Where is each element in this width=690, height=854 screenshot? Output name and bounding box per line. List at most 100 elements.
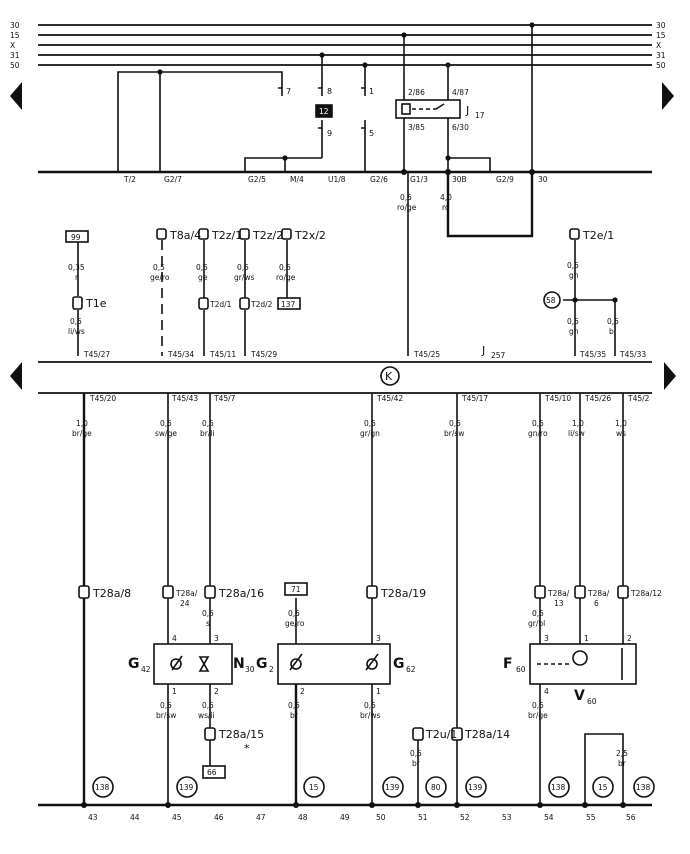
ref-box-99 xyxy=(65,230,89,243)
wire-05-t: 0,5 xyxy=(288,701,300,710)
module-j257-sub: 257 xyxy=(491,351,506,360)
wire-05-l: 0,5 xyxy=(364,419,376,428)
relay-box-12 xyxy=(315,104,333,118)
connector-t28a6-icon xyxy=(574,585,586,599)
component-g2-label: G xyxy=(256,656,268,672)
bus-label-left-31: 31 xyxy=(10,51,20,60)
component-n30-label: N xyxy=(233,656,245,672)
connector-t2u1-icon xyxy=(412,727,424,741)
bus-label-right-x: X xyxy=(656,41,661,50)
lower-connectors: 71 66 xyxy=(78,582,629,779)
label-t2x2: T2x/2 xyxy=(294,229,326,242)
ref-box-71 xyxy=(284,582,308,596)
next-arrow-icon-top[interactable] xyxy=(662,82,674,110)
wire-05-r: 0,5 xyxy=(160,701,172,710)
ground-ref-138-c-label: 138 xyxy=(636,783,651,792)
col-52: 52 xyxy=(460,813,470,822)
col-45: 45 xyxy=(172,813,182,822)
pin-f60-4: 4 xyxy=(544,687,549,696)
col-44: 44 xyxy=(130,813,140,822)
bus-label-left-50: 50 xyxy=(10,61,20,70)
ground-ref-138-c xyxy=(633,776,655,798)
connector-t2d1-icon xyxy=(198,297,209,310)
conn-g2-7: G2/7 xyxy=(164,175,182,184)
wire-05-f: 0,5 xyxy=(400,193,412,202)
wire-035: 0,35 xyxy=(68,263,85,272)
conn-30b: 30B xyxy=(452,175,467,184)
pin-t45-17: T45/17 xyxy=(461,394,488,403)
ref-box-71-label: 71 xyxy=(291,585,301,594)
connector-t2d2-icon xyxy=(239,297,250,310)
next-arrow-icon-bottom[interactable] xyxy=(664,362,676,390)
connector-t28a13-icon xyxy=(534,585,546,599)
wire-ws: ws xyxy=(616,429,626,438)
wire-bl: bl xyxy=(609,327,616,336)
wire-05-q: 0,5 xyxy=(532,609,544,618)
relay-j17-label: J xyxy=(465,104,469,117)
wire-liws: li/ws xyxy=(68,327,85,336)
wire-s: s xyxy=(206,619,210,628)
prev-arrow-icon-bottom[interactable] xyxy=(10,362,22,390)
wire-05-k: 0,5 xyxy=(202,419,214,428)
label-t28a12: T28a/12 xyxy=(630,589,662,598)
wire-05-p: 0,5 xyxy=(202,609,214,618)
pin-g62-1: 1 xyxy=(376,687,381,696)
ref-box-66-label: 66 xyxy=(207,768,217,777)
ref-box-137 xyxy=(277,297,301,310)
bus-label-right-15: 15 xyxy=(656,31,666,40)
component-g42-n30-box xyxy=(153,643,233,685)
component-v60-sub: 60 xyxy=(587,697,597,706)
label-t2d2: T2d/2 xyxy=(250,300,273,309)
wire-brsw-2: br/sw xyxy=(156,711,176,720)
ground-ref-139-c xyxy=(465,776,487,798)
pin-1: 1 xyxy=(369,87,374,96)
ground-ref-15-b-label: 15 xyxy=(598,783,608,792)
connector-t28a19-icon xyxy=(366,585,378,599)
relay-pin-3-85: 3/85 xyxy=(408,123,425,132)
connector-t28a24-icon xyxy=(162,585,174,599)
wire-grgn: gr/gn xyxy=(360,429,380,438)
relay-pin-6-30: 6/30 xyxy=(452,123,469,132)
conn-g2-6: G2/6 xyxy=(370,175,388,184)
label-t28a13: T28a/ xyxy=(547,589,570,598)
conn-30: 30 xyxy=(538,175,548,184)
bus-label-left-15: 15 xyxy=(10,31,20,40)
conn-u1-8: U1/8 xyxy=(328,175,346,184)
pin-v60-1: 1 xyxy=(584,634,589,643)
wire-lisw: li/sw xyxy=(568,429,585,438)
wire-gero: ge/ro xyxy=(150,273,170,282)
prev-arrow-icon-top[interactable] xyxy=(10,82,22,110)
label-t28a24: T28a/ xyxy=(175,589,198,598)
pin-5: 5 xyxy=(369,129,374,138)
connector-t28a14-icon xyxy=(451,727,463,741)
wire-r: r xyxy=(75,273,79,282)
wire-roge-2: ro/ge xyxy=(397,203,417,212)
relay-pin-4-87: 4/87 xyxy=(452,88,469,97)
component-g42-sub: 42 xyxy=(141,665,151,674)
component-g42-label: G xyxy=(128,656,140,672)
ground-ref-138-b xyxy=(548,776,570,798)
ref-box-66 xyxy=(202,765,226,779)
col-56: 56 xyxy=(626,813,636,822)
sensor-g2-icon xyxy=(290,658,302,670)
component-g2-g62: G 2 G 62 xyxy=(256,643,416,685)
wire-grws: gr/ws xyxy=(234,273,255,282)
component-f60-label: F xyxy=(503,656,513,672)
pin-t45-42: T45/42 xyxy=(376,394,403,403)
col-49: 49 xyxy=(340,813,350,822)
connector-t28a16-icon xyxy=(204,585,216,599)
ground-ref-139-c-label: 139 xyxy=(468,783,483,792)
wire-roge: ro/ge xyxy=(276,273,296,282)
component-g42-n30: G 42 N 30 xyxy=(128,643,255,685)
sensor-g62-icon xyxy=(366,658,378,670)
col-47: 47 xyxy=(256,813,266,822)
label-t28a14: T28a/14 xyxy=(464,728,510,741)
pin-8: 8 xyxy=(327,87,332,96)
motor-v60-icon xyxy=(572,650,588,666)
ground-ref-80-label: 80 xyxy=(431,783,441,792)
ground-ref-15-a xyxy=(303,776,325,798)
label-t28a19: T28a/19 xyxy=(380,587,426,600)
top-labels: 7 8 1 9 5 2/86 4/87 3/85 6/30 T/2 G2/7 G… xyxy=(123,87,548,184)
wire-brws: br/ws xyxy=(360,711,381,720)
middle-labels: T8a/4 T2z/1 T2z/2 T2x/2 T2e/1 T1e T2d/1 … xyxy=(68,193,646,360)
